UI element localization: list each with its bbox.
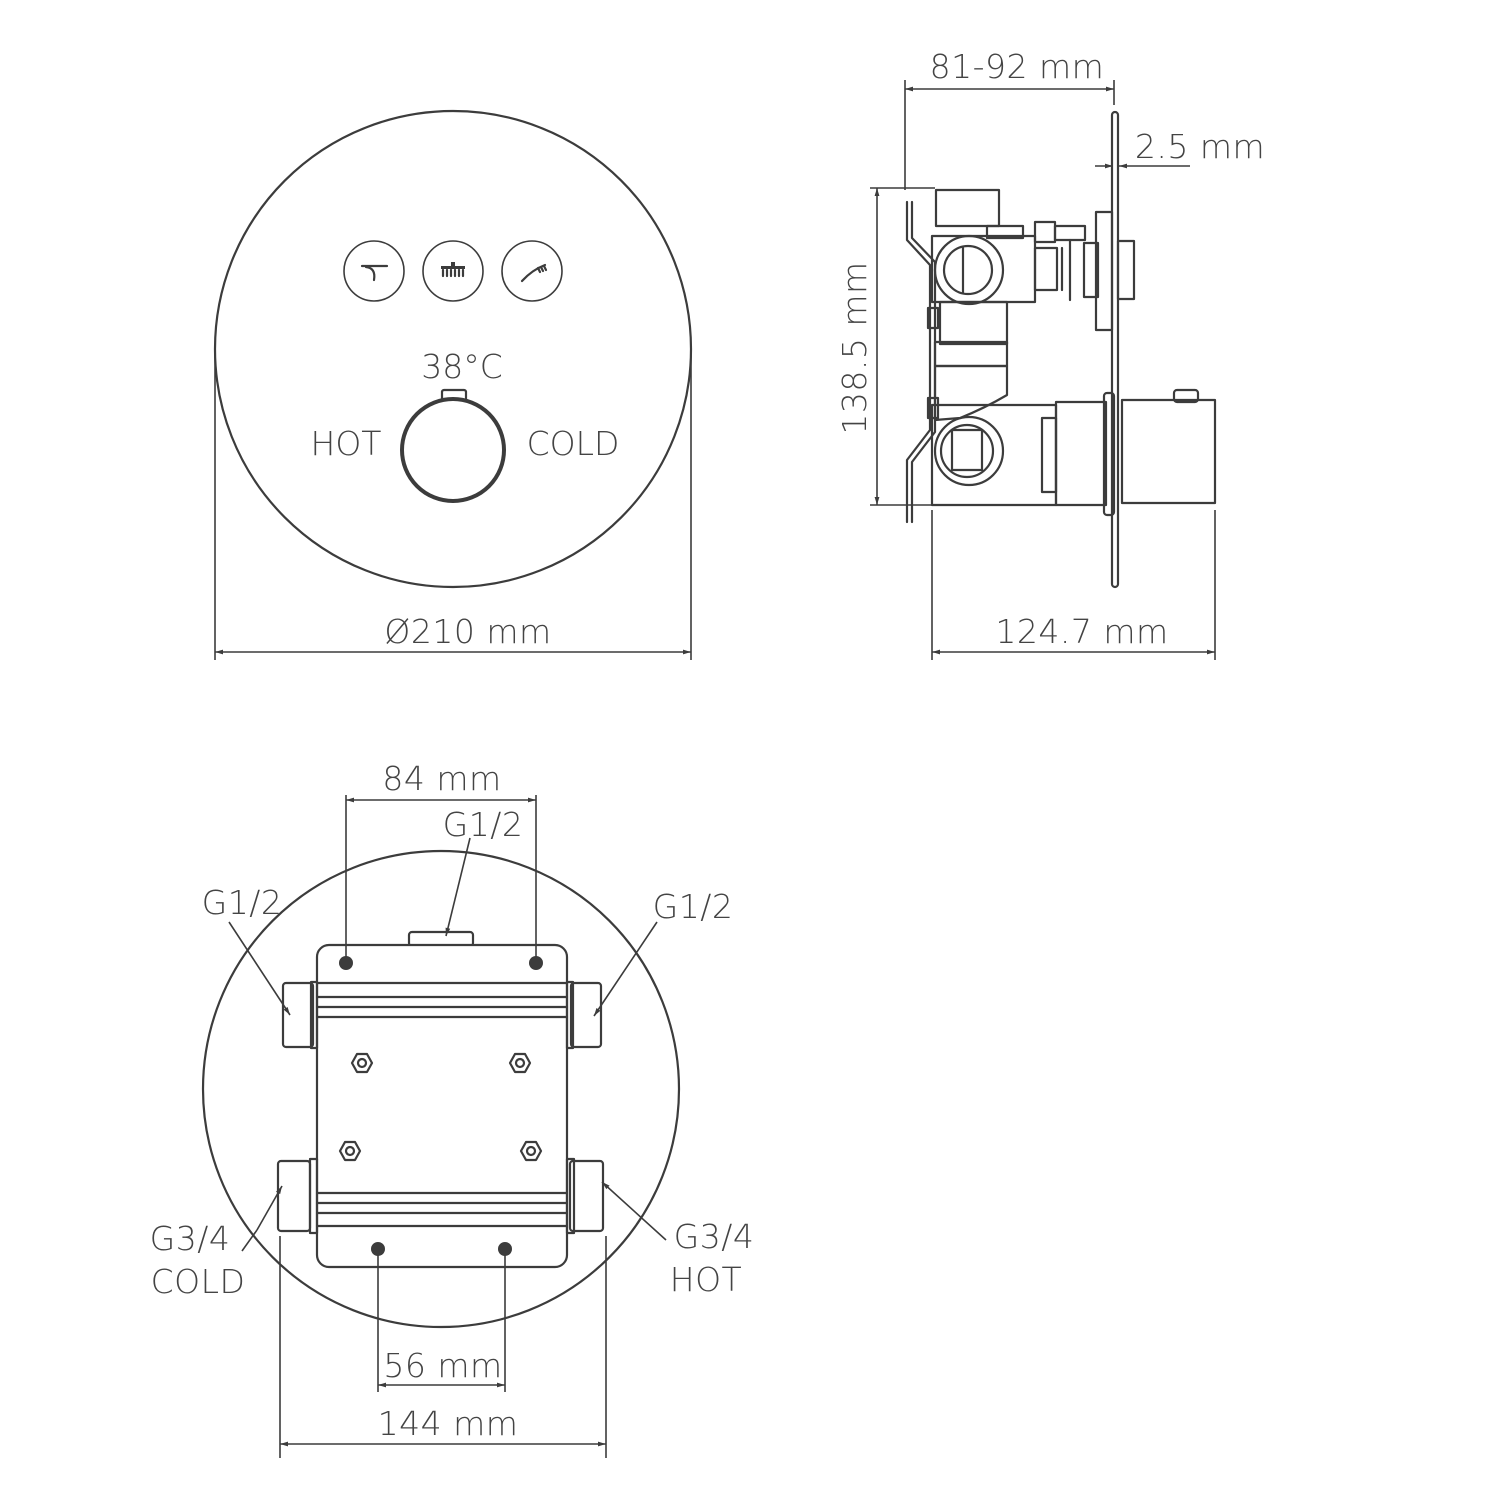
svg-text:144 mm: 144 mm — [378, 1404, 519, 1443]
bottom-hole-spacing-dimension: 56 mm — [377, 1249, 506, 1392]
temperature-label: 38°C — [421, 347, 503, 386]
height-dimension: 138.5 mm — [835, 187, 935, 506]
overhead-shower-icon — [441, 262, 465, 278]
top-hole-spacing-dimension: 84 mm — [345, 759, 537, 963]
hot-inlet-port — [568, 1159, 605, 1233]
cold-inlet-port — [276, 1159, 312, 1233]
valve-housing — [315, 943, 569, 1269]
hot-inlet-thread-label: G3/4 — [674, 1217, 755, 1256]
thermostatic-knob[interactable] — [400, 397, 506, 503]
valve-body — [926, 188, 1217, 517]
mounting-nuts — [338, 1052, 543, 1162]
right-outlet-label: G1/2 — [653, 887, 734, 926]
wall-plate — [1110, 110, 1120, 589]
svg-text:56 mm: 56 mm — [383, 1346, 502, 1385]
svg-text:Ø210 mm: Ø210 mm — [384, 612, 551, 651]
svg-text:84 mm: 84 mm — [382, 759, 501, 798]
top-outlet-label: G1/2 — [443, 805, 524, 844]
svg-text:124.7 mm: 124.7 mm — [995, 612, 1168, 651]
cold-label: COLD — [527, 424, 620, 463]
front-view: 38°C HOT COLD Ø210 mm — [213, 109, 693, 660]
left-outlet-label: G1/2 — [202, 883, 283, 922]
hot-inlet-label: HOT — [670, 1260, 742, 1299]
svg-text:138.5 mm: 138.5 mm — [835, 261, 874, 434]
diameter-dimension: Ø210 mm — [214, 349, 692, 660]
cold-inlet-thread-label: G3/4 — [150, 1219, 231, 1258]
right-outlet-port — [569, 981, 603, 1049]
back-cover-plate — [201, 849, 681, 1329]
plate-thickness-dimension: 2.5 mm — [1095, 127, 1265, 169]
total-depth-dimension: 124.7 mm — [931, 510, 1216, 660]
outlet-button-hand-shower[interactable] — [501, 240, 563, 302]
left-outlet-port — [281, 981, 315, 1049]
mounting-bracket — [905, 200, 932, 524]
outlet-button-bath[interactable] — [343, 240, 405, 302]
svg-text:81-92 mm: 81-92 mm — [930, 47, 1105, 86]
overall-width-dimension: 144 mm — [279, 1236, 607, 1458]
hand-shower-icon — [520, 263, 548, 283]
outlet-button-overhead-shower[interactable] — [422, 240, 484, 302]
back-view: 84 mm G1/2 G1/2 G1/2 G3/4 COLD G3/4 HOT … — [150, 759, 755, 1458]
depth-dimension: 81-92 mm — [904, 47, 1115, 190]
cold-inlet-label: COLD — [151, 1262, 246, 1301]
side-view: 81-92 mm 2.5 mm — [835, 47, 1265, 660]
bath-spout-icon — [360, 264, 389, 282]
trim-sleeve — [1120, 398, 1217, 505]
svg-text:2.5 mm: 2.5 mm — [1135, 127, 1265, 166]
hot-label: HOT — [311, 424, 382, 463]
